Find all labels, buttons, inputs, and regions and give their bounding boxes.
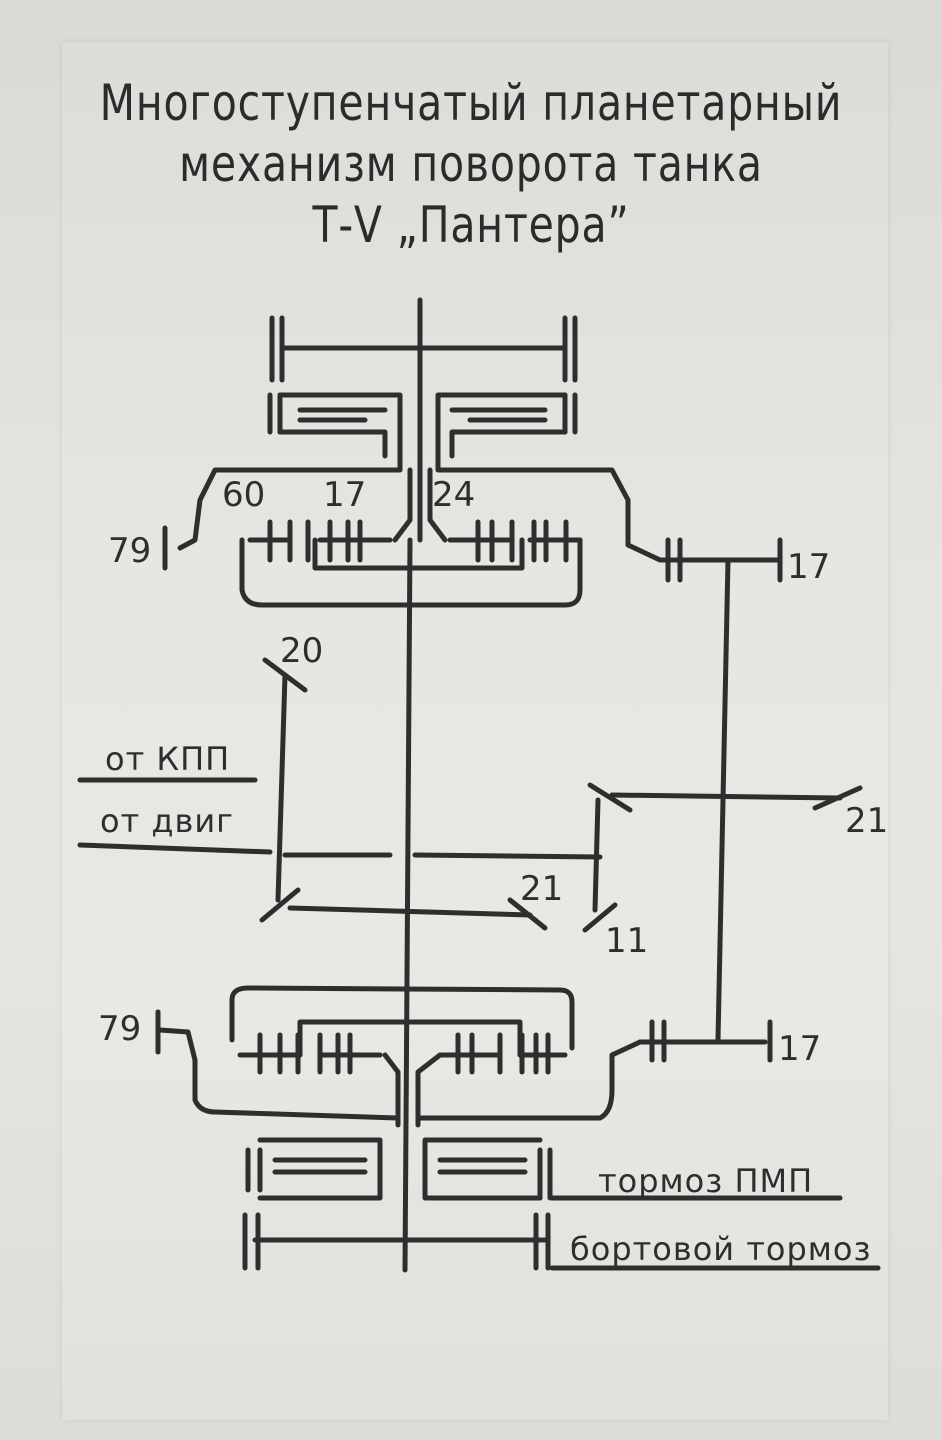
main-shaft xyxy=(402,297,423,1273)
label-17-right-top: 17 xyxy=(787,547,830,587)
bottom-side-brake xyxy=(242,1212,881,1271)
label-brake-pmp: тормоз ПМП xyxy=(598,1162,813,1200)
label-17-right-bottom: 17 xyxy=(778,1029,821,1069)
top-pmp-brake xyxy=(177,392,663,563)
bottom-pmp-brake xyxy=(245,1137,843,1201)
label-21-right: 21 xyxy=(845,801,888,841)
label-side-brake: бортовой тормоз xyxy=(570,1230,872,1268)
label-20: 20 xyxy=(280,631,323,671)
top-side-brake xyxy=(269,315,578,383)
label-11: 11 xyxy=(605,921,648,961)
bevel-drive xyxy=(77,657,863,933)
label-79-bottom: 79 xyxy=(98,1009,141,1049)
label-21-center: 21 xyxy=(520,869,563,909)
right-countershaft xyxy=(637,537,783,1063)
label-from-gearbox: от КПП xyxy=(105,740,230,778)
paper-card xyxy=(62,42,888,1420)
label-17-top: 17 xyxy=(323,475,366,515)
label-79-top: 79 xyxy=(108,531,151,571)
title-line-2: механизм поворота танка xyxy=(179,135,763,193)
top-planetary-set xyxy=(162,467,583,608)
label-60: 60 xyxy=(222,475,265,515)
label-from-engine: от двиг xyxy=(100,802,234,840)
bottom-planetary-set xyxy=(155,985,643,1128)
title-line-3: Т-V „Пантера” xyxy=(312,196,630,254)
label-24: 24 xyxy=(432,475,475,515)
title-line-1: Многоступенчатый планетарный xyxy=(99,74,843,132)
